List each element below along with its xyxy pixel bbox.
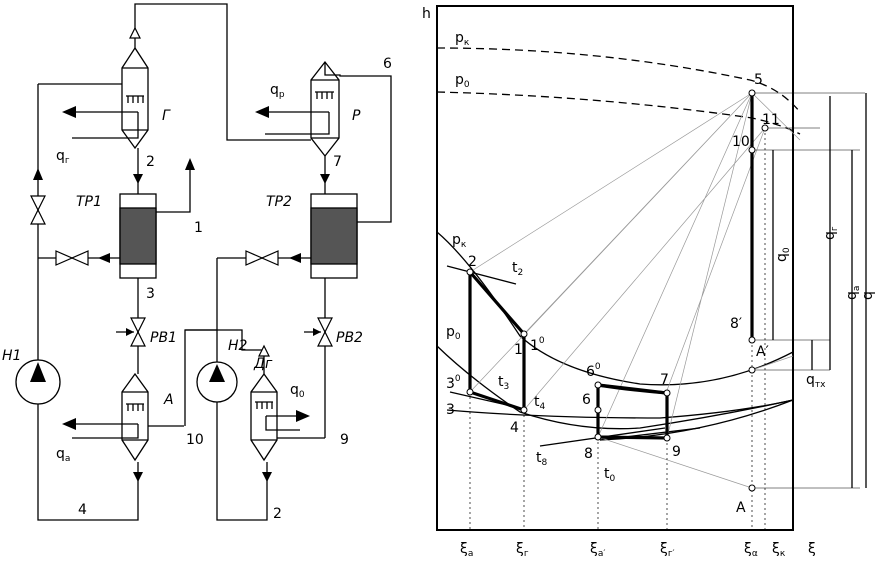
isotherm-t4: t4 (534, 394, 546, 412)
point-5: 5 (754, 72, 763, 88)
qg-label: qг (822, 226, 840, 240)
xi-k: ξк (772, 541, 786, 559)
point-7: 7 (660, 372, 669, 388)
point-6-0: 60 (586, 362, 601, 380)
point-8prime: 8′ (730, 316, 742, 332)
xi-g-prime: ξг′ (660, 541, 675, 559)
node-6: 6 (383, 56, 392, 72)
node-10: 10 (186, 432, 204, 448)
point-6: 6 (582, 392, 591, 408)
isobar-pk (436, 231, 794, 386)
pump-2: Н2 (196, 338, 248, 403)
pump2-label: Н2 (228, 338, 248, 354)
q-label: q (860, 291, 876, 300)
node-4: 4 (78, 502, 87, 518)
exchanger2-label: ТР2 (266, 194, 292, 210)
upper-p0-label: p0 (455, 72, 470, 90)
heat-gen-label: qг (56, 148, 70, 166)
isobar-upper-p0 (436, 91, 801, 135)
point-4: 4 (510, 420, 519, 436)
pump-1: Н1 (2, 348, 61, 405)
node-2: 2 (146, 154, 155, 170)
point-3: 3 (446, 402, 455, 418)
isobar-p0 (436, 345, 794, 430)
xi-ticks: ξa ξг ξa′ ξг′ ξα ξк ξ (460, 541, 816, 559)
node-1: 1 (194, 220, 203, 236)
h-axis-label: h (422, 6, 431, 22)
isotherm-t3: t3 (498, 374, 509, 392)
point-8: 8 (584, 446, 593, 462)
isotherm-t8: t8 (536, 450, 548, 468)
xi-alpha: ξα (744, 541, 758, 559)
node-9: 9 (340, 432, 349, 448)
diagram-frame (436, 5, 794, 531)
dephlegmator-vessel: Дг (250, 356, 278, 462)
qtx-label: qтх (806, 372, 826, 390)
point-3-0: 30 (446, 374, 461, 392)
point-9: 9 (672, 444, 681, 460)
isobar-p0-label: p0 (446, 324, 461, 342)
heat-exchanger-1: ТР1 (76, 193, 157, 279)
heat-exchanger-2: ТР2 (266, 193, 358, 279)
schematic: Г qг Р qр 6 ТР1 (2, 3, 392, 522)
cycle-points (466, 89, 769, 492)
node-7: 7 (333, 154, 342, 170)
point-10: 10 (732, 134, 750, 150)
node-3: 3 (146, 286, 155, 302)
upper-pk-label: pк (455, 30, 470, 48)
rectifier-label: Р (352, 108, 361, 124)
qa-label: qа (844, 286, 862, 300)
point-2: 2 (468, 254, 477, 270)
valve1-label: РВ1 (150, 330, 177, 346)
isobar-upper-pk (436, 47, 801, 113)
heat-evap-label: q0 (290, 382, 305, 400)
exchanger1-label: ТР1 (76, 194, 102, 210)
isotherm-t2: t2 (512, 260, 523, 278)
node-8: 2 (273, 506, 282, 522)
valve2-label: РВ2 (336, 330, 363, 346)
heat-rect-label: qр (270, 82, 285, 100)
h-xi-diagram: h pк p0 pк p0 t2 t3 t4 t8 t0 (422, 5, 876, 559)
generator-vessel: Г (121, 46, 171, 150)
point-Aprime: A′ (756, 344, 769, 360)
xi-a: ξa (460, 541, 473, 559)
point-11: 11 (762, 112, 780, 128)
xi-axis-label: ξ (808, 541, 816, 557)
heat-abs-label: qа (56, 446, 70, 464)
q0-label: q0 (774, 247, 792, 262)
point-1: 1 (514, 342, 523, 358)
isobar-pk-label: pк (452, 232, 467, 250)
xi-g: ξг (516, 541, 529, 559)
absorber-label: А (163, 392, 174, 408)
point-A: A (736, 500, 746, 516)
dephlegmator-label: Дг (253, 356, 273, 372)
xi-a-prime: ξa′ (590, 541, 605, 559)
absorber-vessel: А (121, 372, 174, 462)
point-1-0: 10 (530, 336, 545, 354)
generator-label: Г (162, 108, 171, 124)
rectifier-vessel: Р (310, 60, 361, 158)
pump1-label: Н1 (2, 348, 21, 364)
isotherm-t0: t0 (604, 466, 616, 484)
